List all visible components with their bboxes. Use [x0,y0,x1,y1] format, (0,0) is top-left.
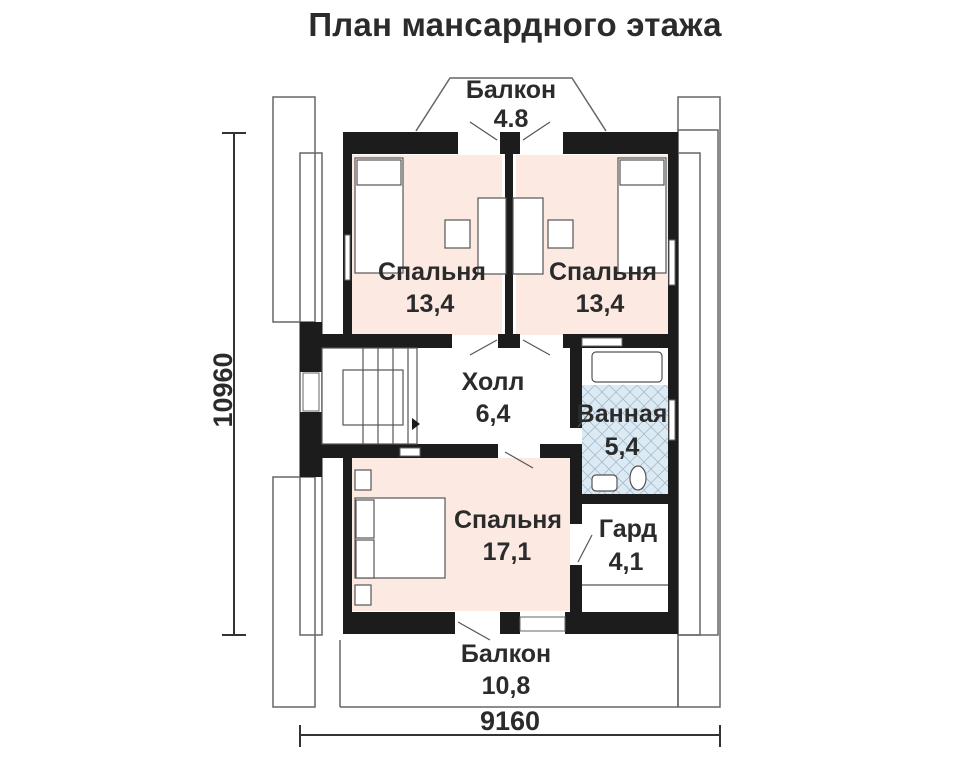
windows [302,234,676,632]
room-name-balcony-bottom: Балкон [461,640,551,668]
room-name-balcony-top: Балкон [466,76,556,104]
room-area-bedroom-main: 17,1 [483,538,532,566]
room-name-bedroom-right: Спальня [549,258,657,286]
room-area-bathroom: 5,4 [605,433,640,461]
room-name-hall: Холл [462,368,525,396]
room-name-bedroom-left: Спальня [378,258,486,286]
room-area-hall: 6,4 [476,400,511,428]
dimension-lines [222,132,721,747]
room-area-wardrobe: 4,1 [609,548,644,576]
room-area-balcony-top: 4.8 [494,105,529,133]
plan-title: План мансардного этажа [308,6,722,43]
room-name-wardrobe: Гард [599,515,657,543]
door-swings [457,121,593,641]
dimension-height: 10960 [208,352,238,427]
room-area-balcony-bottom: 10,8 [482,672,531,700]
furniture [321,157,668,606]
room-name-bedroom-main: Спальня [454,506,562,534]
stair-arrow-icon [412,418,420,430]
dimension-width: 9160 [480,706,540,736]
room-name-bathroom: Ванная [577,400,668,428]
room-area-bedroom-right: 13,4 [576,290,625,318]
room-area-bedroom-left: 13,4 [406,290,455,318]
